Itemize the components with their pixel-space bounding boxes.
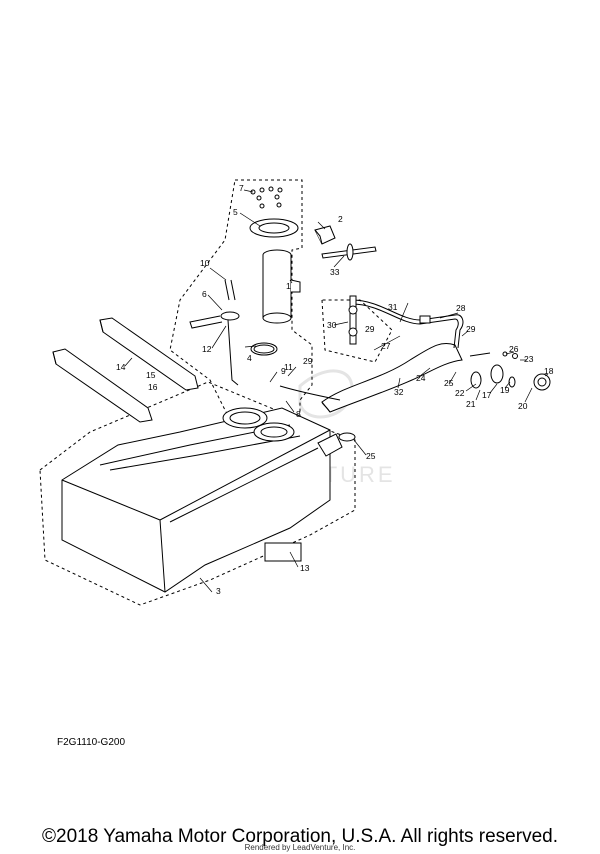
callout-13: 13 (300, 563, 310, 573)
callout-33: 33 (330, 267, 340, 277)
clamp (338, 432, 356, 442)
callout-10: 10 (200, 258, 210, 268)
callout-16: 16 (148, 382, 158, 392)
callout-11: 11 (284, 362, 293, 372)
callout-2: 2 (338, 214, 343, 224)
callout-15: 15 (146, 370, 156, 380)
callout-7: 7 (239, 183, 244, 193)
callout-21: 21 (466, 399, 476, 409)
fuel-tank (61, 407, 331, 593)
callout-1: 1 (286, 281, 291, 291)
upper-parts (189, 186, 301, 386)
callouts: 1 2 3 4 5 6 7 8 9 10 11 12 13 14 15 16 1… (116, 183, 554, 596)
tank-brackets (52, 317, 199, 423)
copyright-text: ©2018 Yamaha Motor Corporation, U.S.A. A… (42, 826, 558, 847)
callout-29-lower: 29 (303, 356, 313, 366)
screw-set (250, 186, 283, 209)
callout-3: 3 (216, 586, 221, 596)
tank-openings (222, 407, 343, 457)
callout-31: 31 (388, 302, 398, 312)
callout-29: 29 (365, 324, 375, 334)
callout-5: 5 (233, 207, 238, 217)
callout-20: 20 (518, 401, 528, 411)
callout-17: 17 (482, 390, 492, 400)
callout-23: 23 (524, 354, 534, 364)
callout-19: 19 (500, 385, 510, 395)
callout-30: 30 (327, 320, 337, 330)
diagram-code: F2G1110-G200 (57, 737, 126, 748)
callout-12: 12 (202, 344, 212, 354)
callout-14: 14 (116, 362, 126, 372)
bracket-bolt (314, 225, 377, 261)
callout-27: 27 (381, 341, 391, 351)
callout-9: 9 (281, 366, 286, 376)
callout-28: 28 (456, 303, 466, 313)
callout-25-lower: 25 (366, 451, 376, 461)
callout-8: 8 (296, 409, 301, 419)
callout-4: 4 (247, 353, 252, 363)
callout-18: 18 (544, 366, 554, 376)
callout-25: 25 (444, 378, 454, 388)
callout-32: 32 (394, 387, 404, 397)
callout-29-right: 29 (466, 324, 476, 334)
leader-lines (124, 189, 549, 593)
callout-6: 6 (202, 289, 207, 299)
upper-assembly-outline (169, 179, 313, 441)
filler-hose-assembly (279, 295, 551, 413)
callout-26: 26 (509, 344, 519, 354)
rendered-by-text: Rendered by LeadVenture, Inc. (244, 843, 356, 852)
callout-22: 22 (455, 388, 465, 398)
label-plate (264, 542, 302, 562)
callout-24: 24 (416, 373, 426, 383)
